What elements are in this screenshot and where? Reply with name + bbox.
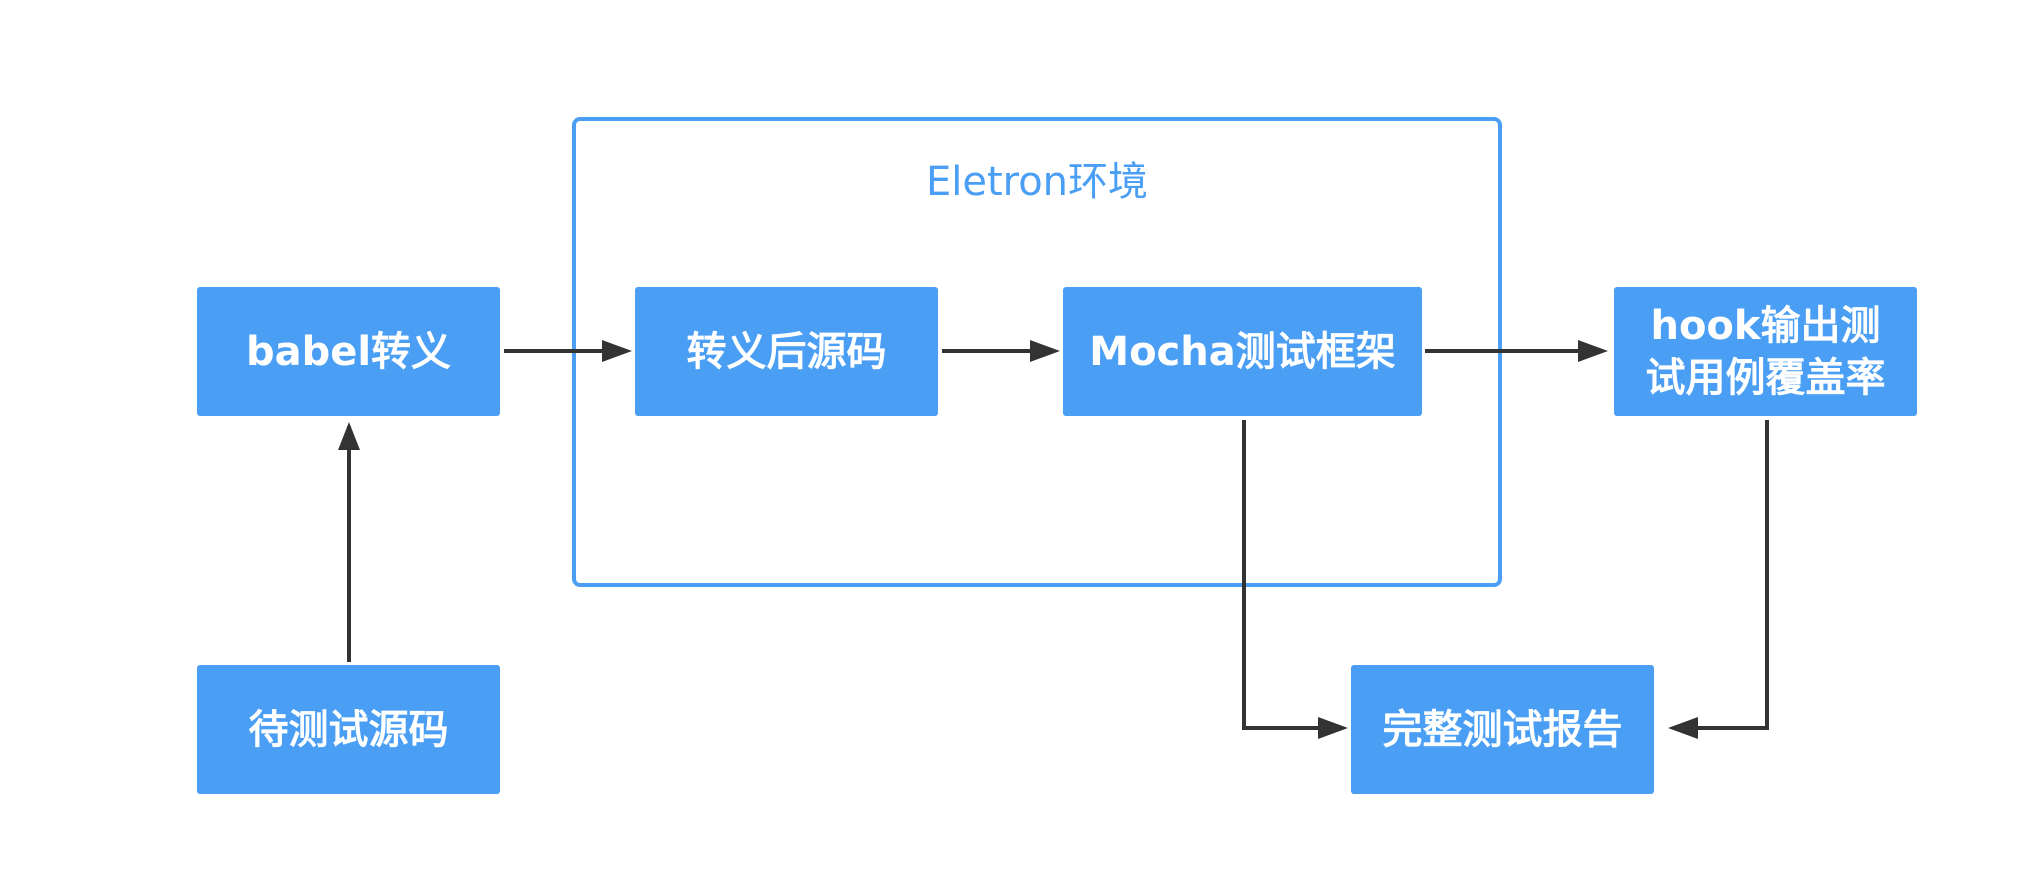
arrowhead-babel-to-transpiled — [602, 340, 632, 362]
arrowhead-mocha-to-hook — [1578, 340, 1608, 362]
arrowhead-hook-to-report — [1668, 717, 1698, 739]
node-mocha-framework: Mocha测试框架 — [1063, 287, 1422, 416]
arrowhead-transpiled-to-mocha — [1030, 340, 1060, 362]
arrow-hook-to-report — [1688, 420, 1769, 730]
electron-environment-label: Eletron环境 — [925, 159, 1149, 205]
node-babel-transpile: babel转义 — [197, 287, 500, 416]
arrowhead-source-to-babel — [338, 422, 360, 450]
node-pending-source: 待测试源码 — [197, 665, 500, 794]
arrowhead-mocha-to-report — [1318, 717, 1348, 739]
node-full-report: 完整测试报告 — [1351, 665, 1654, 794]
arrow-mocha-to-report — [1242, 420, 1328, 730]
node-hook-coverage: hook输出测试用例覆盖率 — [1614, 287, 1917, 416]
node-transpiled-source: 转义后源码 — [635, 287, 938, 416]
